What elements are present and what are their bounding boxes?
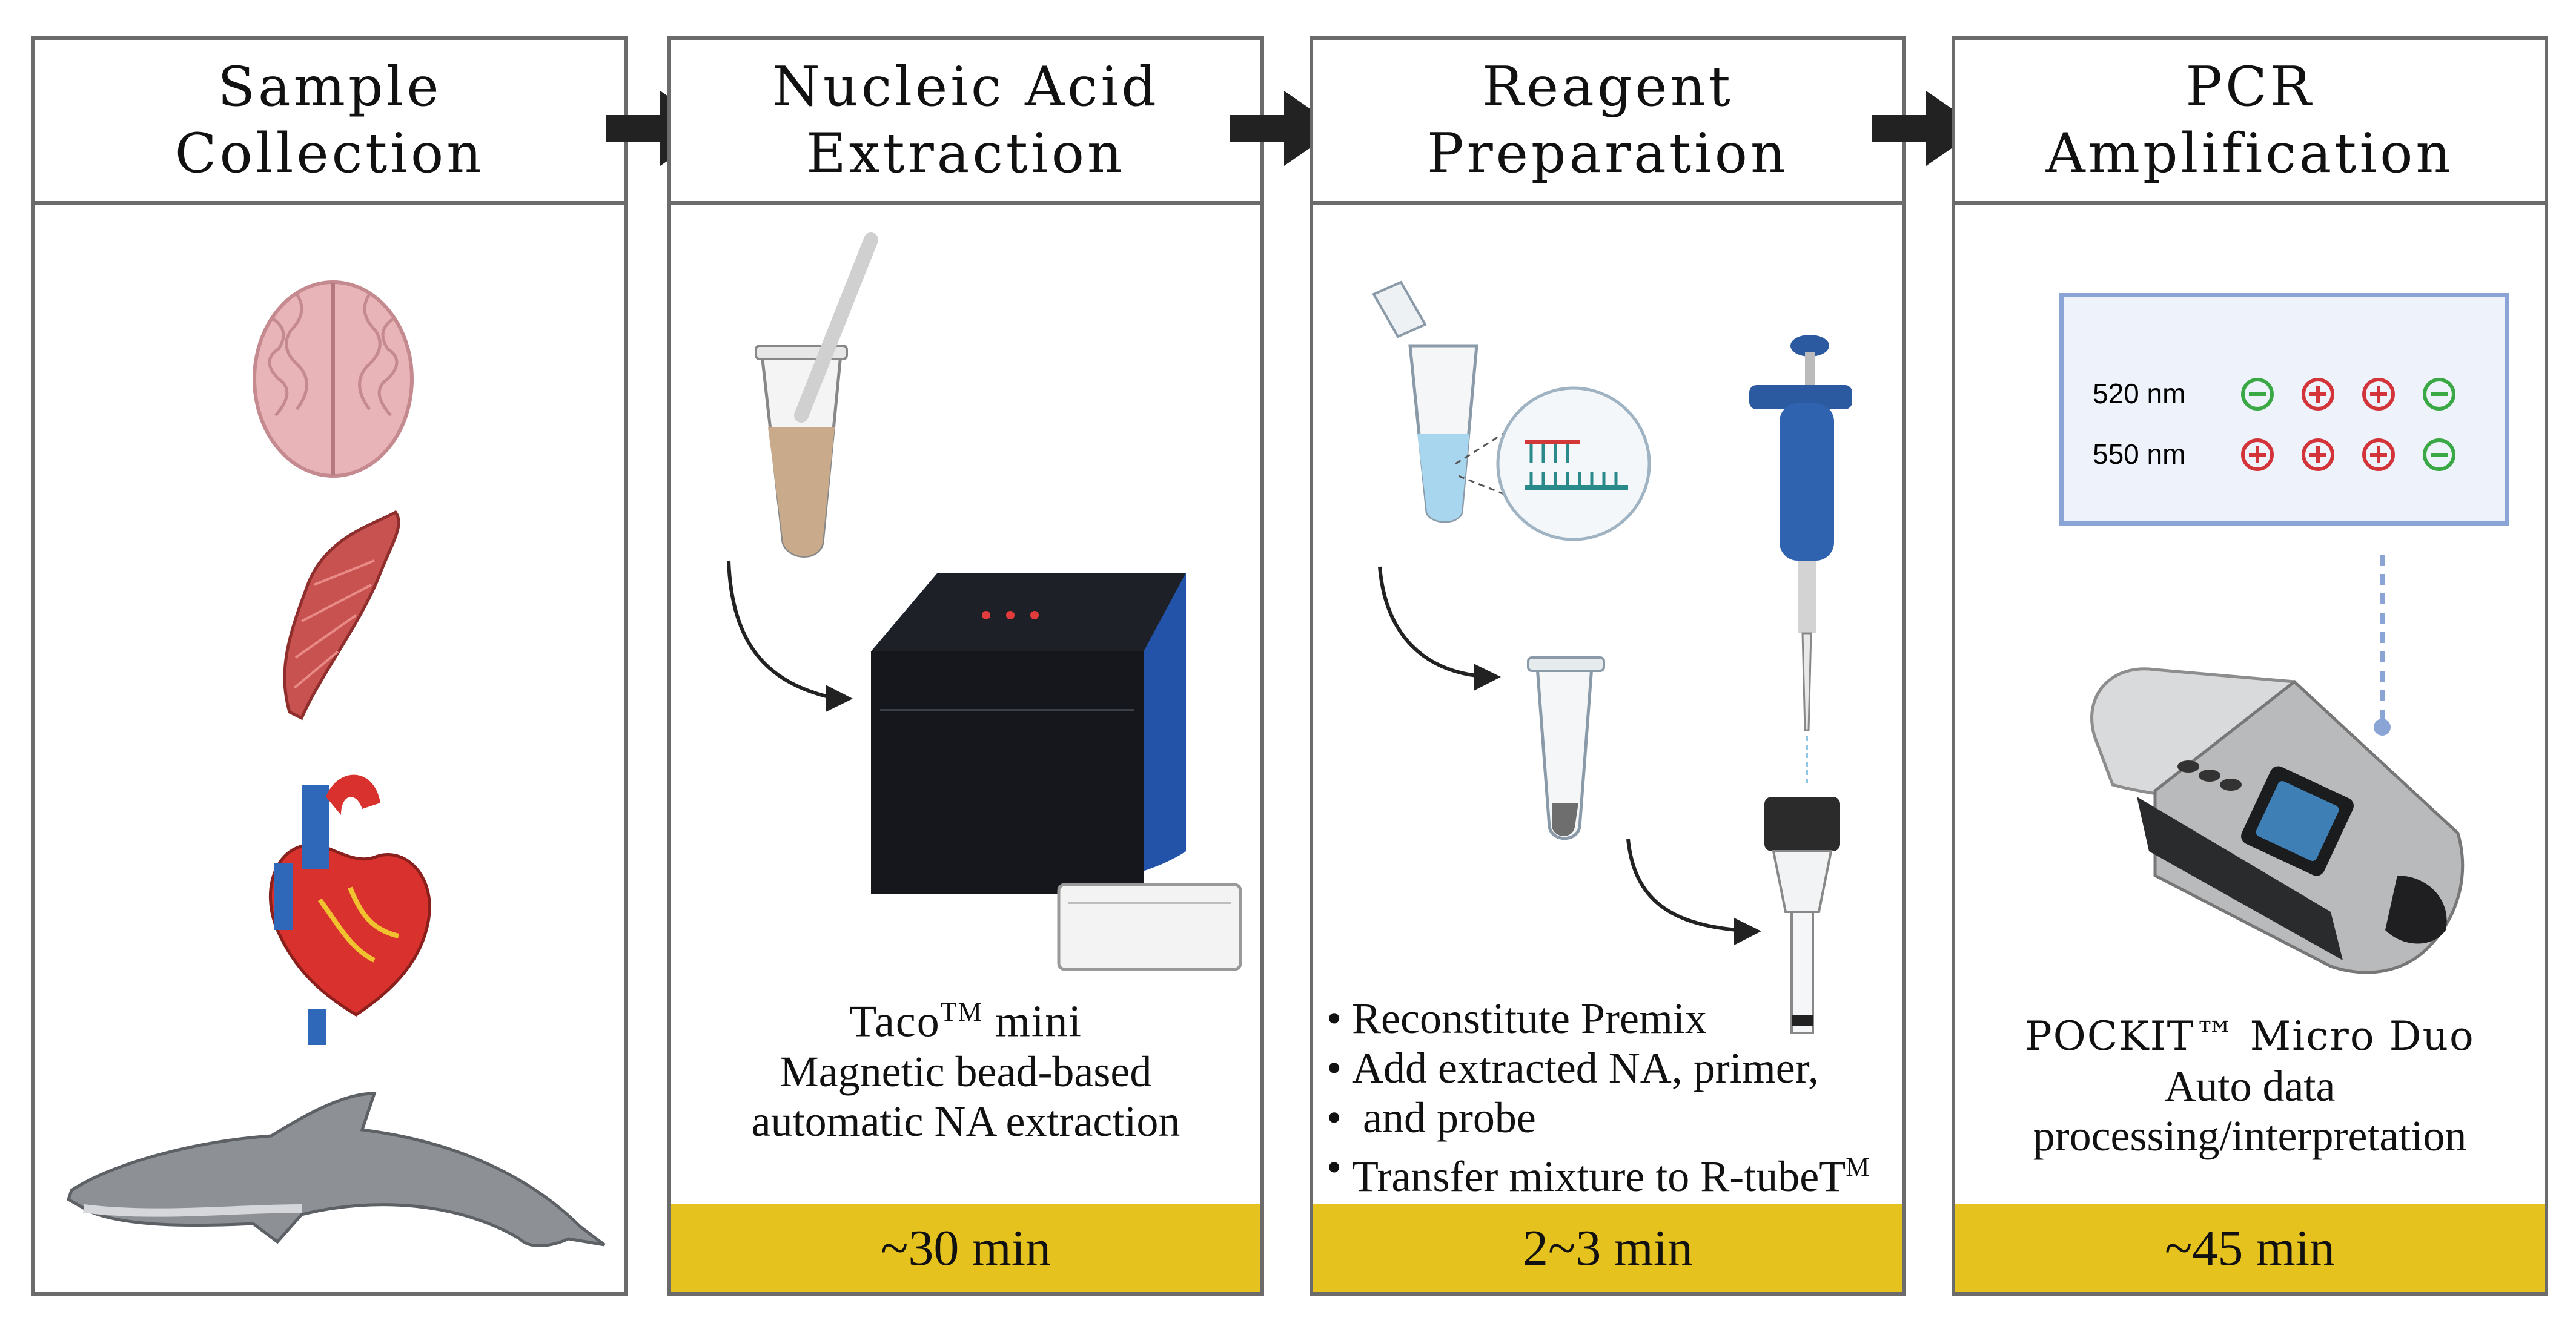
step-header: Reagent Preparation	[1313, 40, 1902, 205]
sample-tube-icon	[755, 232, 878, 558]
step-title: Nucleic Acid Extraction	[772, 55, 1159, 185]
wavelength-label: 550 nm	[2093, 438, 2185, 470]
negative-result-icon	[2423, 378, 2455, 411]
time-badge: ~45 min	[1955, 1204, 2545, 1292]
step-header: Nucleic Acid Extraction	[671, 40, 1260, 205]
extraction-illustrations	[727, 232, 1242, 971]
step-bullet: Transfer mixture to R-tubeTM	[1326, 1143, 1869, 1201]
muscle-icon	[283, 510, 400, 721]
step-bullet: Reconstitute Premix	[1326, 994, 1869, 1043]
step-header: Sample Collection	[35, 40, 624, 205]
brain-icon	[253, 280, 414, 478]
device-description: processing/interpretation	[2033, 1112, 2467, 1160]
reaction-tube-icon	[1527, 656, 1605, 840]
pipette-icon	[1749, 335, 1852, 785]
step-header: PCR Amplification	[1955, 40, 2545, 205]
device-caption: TacoTM mini Magnetic bead-based automati…	[671, 988, 1260, 1146]
heart-icon	[268, 774, 431, 1045]
positive-result-icon	[2362, 378, 2395, 411]
pockit-device-icon	[2090, 667, 2465, 974]
step-panel-sample-collection: Sample Collection	[31, 36, 628, 1296]
device-name: POCKIT™ Micro Duo	[2025, 1013, 2475, 1060]
result-display: 520 nm 550 nm	[2059, 293, 2509, 526]
negative-result-icon	[2423, 438, 2455, 471]
extraction-machine-icon	[871, 573, 1242, 971]
result-symbols	[2241, 378, 2455, 471]
step-title: PCR Amplification	[2045, 55, 2454, 185]
step-panel-nucleic-acid-extraction: Nucleic Acid Extraction TacoTM mini Magn…	[667, 36, 1264, 1296]
device-name: TacoTM mini	[849, 997, 1082, 1047]
dna-zoom-icon	[1455, 386, 1651, 541]
reagent-illustrations	[1372, 280, 1852, 1034]
step-panel-reagent-preparation: Reagent Preparation	[1310, 36, 1906, 1296]
positive-result-icon	[2241, 438, 2274, 471]
step-title: Reagent Preparation	[1427, 55, 1789, 185]
device-caption: POCKIT™ Micro Duo Auto data processing/i…	[1955, 1012, 2545, 1161]
step-title: Sample Collection	[174, 55, 485, 185]
step-bullet: Add extracted NA, primer,	[1326, 1043, 1869, 1093]
positive-result-icon	[2302, 378, 2334, 411]
positive-result-icon	[2362, 438, 2395, 471]
device-description: Magnetic bead-based	[780, 1047, 1152, 1096]
device-description: automatic NA extraction	[751, 1097, 1180, 1146]
wavelength-label: 520 nm	[2093, 378, 2185, 409]
step-bullet-continuation: and probe	[1326, 1093, 1869, 1143]
transfer-arrow	[1626, 839, 1738, 932]
time-badge: ~30 min	[671, 1204, 1260, 1292]
positive-result-icon	[2302, 438, 2334, 471]
result-grid: 520 nm 550 nm	[2093, 378, 2455, 471]
transfer-arrow	[1378, 566, 1477, 678]
connector-dot	[2374, 719, 2391, 736]
sample-illustrations	[66, 280, 606, 1248]
preparation-steps: Reconstitute Premix Add extracted NA, pr…	[1326, 994, 1869, 1201]
transfer-arrow	[727, 560, 829, 699]
negative-result-icon	[2241, 378, 2274, 411]
device-description: Auto data	[2164, 1062, 2336, 1110]
pcr-illustrations	[2090, 555, 2465, 974]
premix-tube-icon	[1372, 280, 1478, 523]
step-panel-pcr-amplification: PCR Amplification 520 nm 550 nm POCKIT™ …	[1952, 36, 2548, 1296]
dolphin-icon	[66, 1092, 606, 1248]
time-badge: 2~3 min	[1313, 1204, 1902, 1292]
